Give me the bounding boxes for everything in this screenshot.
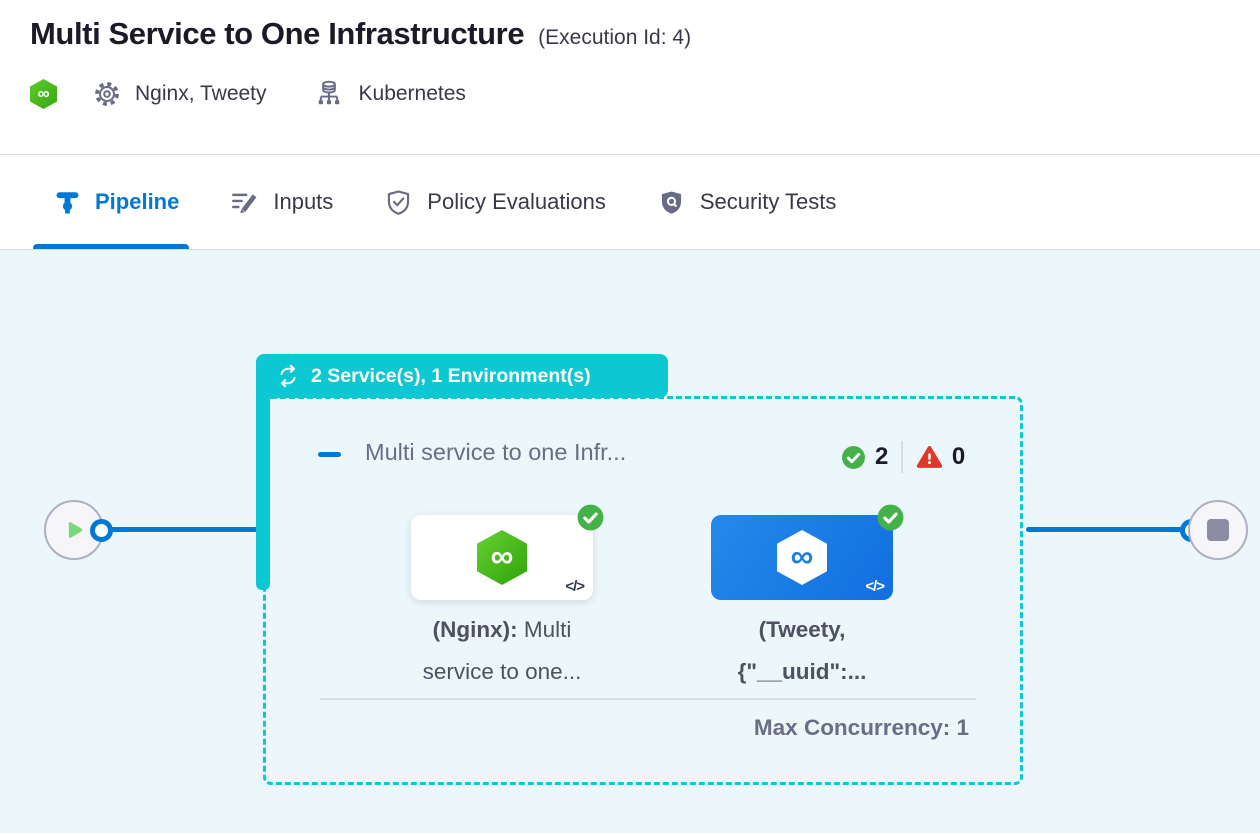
tab-inputs[interactable]: Inputs [231, 155, 333, 249]
services-label: Nginx, Tweety [135, 82, 267, 105]
inputs-icon [231, 189, 258, 216]
service-label-nginx: (Nginx): Multi service to one... [322, 609, 682, 693]
tab-pipeline-label: Pipeline [95, 189, 180, 214]
infrastructure-icon [315, 80, 343, 108]
execution-meta-row: ∞ Nginx, Tweety [30, 79, 1260, 109]
shield-check-icon [385, 189, 412, 216]
title-row: Multi Service to One Infrastructure (Exe… [30, 16, 1260, 52]
tab-security-tests[interactable]: Security Tests [658, 155, 837, 249]
service-label-tweety: (Tweety, {"__uuid":... [622, 609, 982, 693]
success-check-badge [577, 504, 604, 531]
gear-icon [93, 80, 121, 108]
stage-title: Multi service to one Infr... [365, 439, 627, 465]
service-desc-line2: {"__uuid":... [737, 659, 867, 684]
service-card-tweety[interactable]: ∞ </> [711, 504, 904, 600]
tab-pipeline[interactable]: Pipeline [32, 155, 190, 249]
collapse-minus-icon[interactable] [318, 452, 341, 457]
infinity-glyph: ∞ [790, 538, 814, 574]
service-desc-line2: service to one... [422, 659, 582, 684]
stage-box[interactable]: Multi service to one Infr... 2 [263, 396, 1023, 785]
max-concurrency-label: Max Concurrency: 1 [753, 715, 969, 740]
infinity-glyph: ∞ [37, 84, 50, 103]
shield-scan-icon [658, 189, 685, 216]
status-divider [901, 441, 903, 473]
harness-service-icon: ∞ [477, 530, 527, 585]
play-icon [68, 522, 83, 538]
success-check-icon [841, 445, 866, 470]
infinity-glyph: ∞ [490, 538, 514, 574]
code-icon: </> [565, 578, 585, 595]
tab-policy-evaluations[interactable]: Policy Evaluations [385, 155, 606, 249]
infrastructure-label: Kubernetes [358, 82, 466, 105]
end-node[interactable] [1188, 500, 1248, 560]
code-icon: </> [865, 578, 885, 595]
edge-line-end [1026, 527, 1184, 532]
execution-id-label: (Execution Id: 4) [538, 26, 692, 49]
tab-security-tests-label: Security Tests [699, 189, 837, 214]
service-name: (Tweety, [758, 617, 846, 642]
tab-inputs-label: Inputs [273, 189, 334, 214]
execution-header: Multi Service to One Infrastructure (Exe… [0, 0, 1260, 155]
success-check-badge [877, 504, 904, 531]
stage-group-strip [256, 396, 270, 590]
stage-group-badge[interactable]: 2 Service(s), 1 Environment(s) [256, 354, 668, 398]
failure-count: 0 [951, 443, 966, 470]
service-desc: Multi [517, 617, 572, 642]
pipeline-icon [55, 190, 80, 215]
error-triangle-icon [916, 444, 943, 471]
stop-icon [1207, 519, 1229, 541]
page-title: Multi Service to One Infrastructure [30, 16, 525, 51]
start-connector-port[interactable] [90, 519, 113, 542]
stage-group-badge-label: 2 Service(s), 1 Environment(s) [311, 364, 591, 387]
execution-tabbar: Pipeline Inputs [0, 155, 1260, 250]
service-name: (Nginx): [432, 617, 518, 642]
stage-status: 2 0 [841, 441, 965, 473]
harness-service-icon: ∞ [30, 79, 57, 109]
stage-divider [320, 698, 976, 700]
success-count: 2 [875, 443, 889, 470]
loop-icon [276, 364, 300, 388]
service-card-nginx[interactable]: ∞ </> [411, 504, 604, 600]
harness-service-icon: ∞ [777, 530, 827, 585]
edge-line-start [104, 527, 258, 532]
pipeline-canvas[interactable]: 2 Service(s), 1 Environment(s) Multi ser… [0, 250, 1260, 833]
tab-policy-evaluations-label: Policy Evaluations [427, 189, 606, 214]
